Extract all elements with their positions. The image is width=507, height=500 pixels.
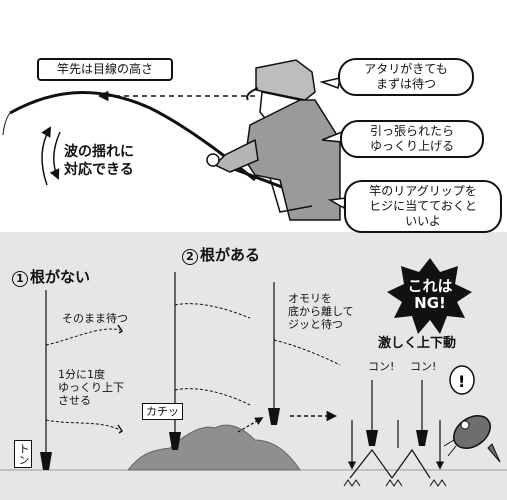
hook-1a [117, 324, 124, 334]
leader-2b [174, 388, 251, 406]
sinker-snag-a [169, 432, 181, 450]
ng-starburst [387, 258, 472, 334]
ng-bounce-a [349, 448, 393, 479]
ng-label: 激しく上下動 [378, 336, 457, 351]
ng-kon-left: コン! [368, 360, 395, 373]
ng-sinker-right [416, 430, 428, 446]
ng-sinker-left [366, 430, 378, 446]
exclaim-mark: ! [458, 372, 465, 391]
rock-mound [126, 424, 301, 471]
ng-kon-right: コン! [410, 360, 437, 373]
impact-mark-b [385, 479, 403, 487]
wave-text: 波の揺れに 対応できる [64, 144, 134, 178]
angler-figure [206, 59, 341, 221]
leader-1b [45, 419, 121, 431]
impact-mark-c [429, 479, 447, 487]
ng-badge: これは NG! [407, 277, 453, 312]
startled-fish [443, 415, 501, 463]
snag-title-text: 根がある [200, 246, 261, 264]
hook-1b [117, 424, 124, 434]
pull-bubble: 引っ張られたら ゆっくり上げる [340, 120, 484, 158]
leader-1a [45, 328, 121, 346]
sinker-snag-b [268, 408, 280, 425]
rod-tip-label: 竿先は目線の高さ [37, 58, 173, 81]
snag-number: 2 [182, 249, 198, 265]
snag-note: オモリを 底から離して ジッと待つ [288, 292, 354, 331]
no-snag-title-text: 根がない [30, 268, 91, 286]
snag-hit-sound: カチッ [142, 403, 183, 420]
no-snag-number: 1 [12, 271, 28, 287]
no-snag-note2: 1分に1度 ゆっくり上下 させる [58, 368, 124, 407]
leader-2a [174, 303, 251, 319]
no-snag-note1: そのまま待つ [62, 312, 128, 325]
impact-mark-a [343, 479, 361, 487]
no-snag-sound: トン [14, 440, 32, 468]
fishing-line [2, 112, 11, 136]
sinker-no-snag [40, 452, 52, 470]
wait-bubble: アタリがきても まずは待つ [338, 58, 474, 96]
exclaim-bubble [449, 365, 475, 395]
wave-arrow-down [49, 131, 61, 180]
leader-2c [273, 339, 341, 366]
ng-bounce-b [391, 448, 431, 479]
grip-bubble: 竿のリアグリップを ヒジに当てておくと いいよ [344, 180, 502, 233]
wave-arrow-up [41, 126, 52, 186]
